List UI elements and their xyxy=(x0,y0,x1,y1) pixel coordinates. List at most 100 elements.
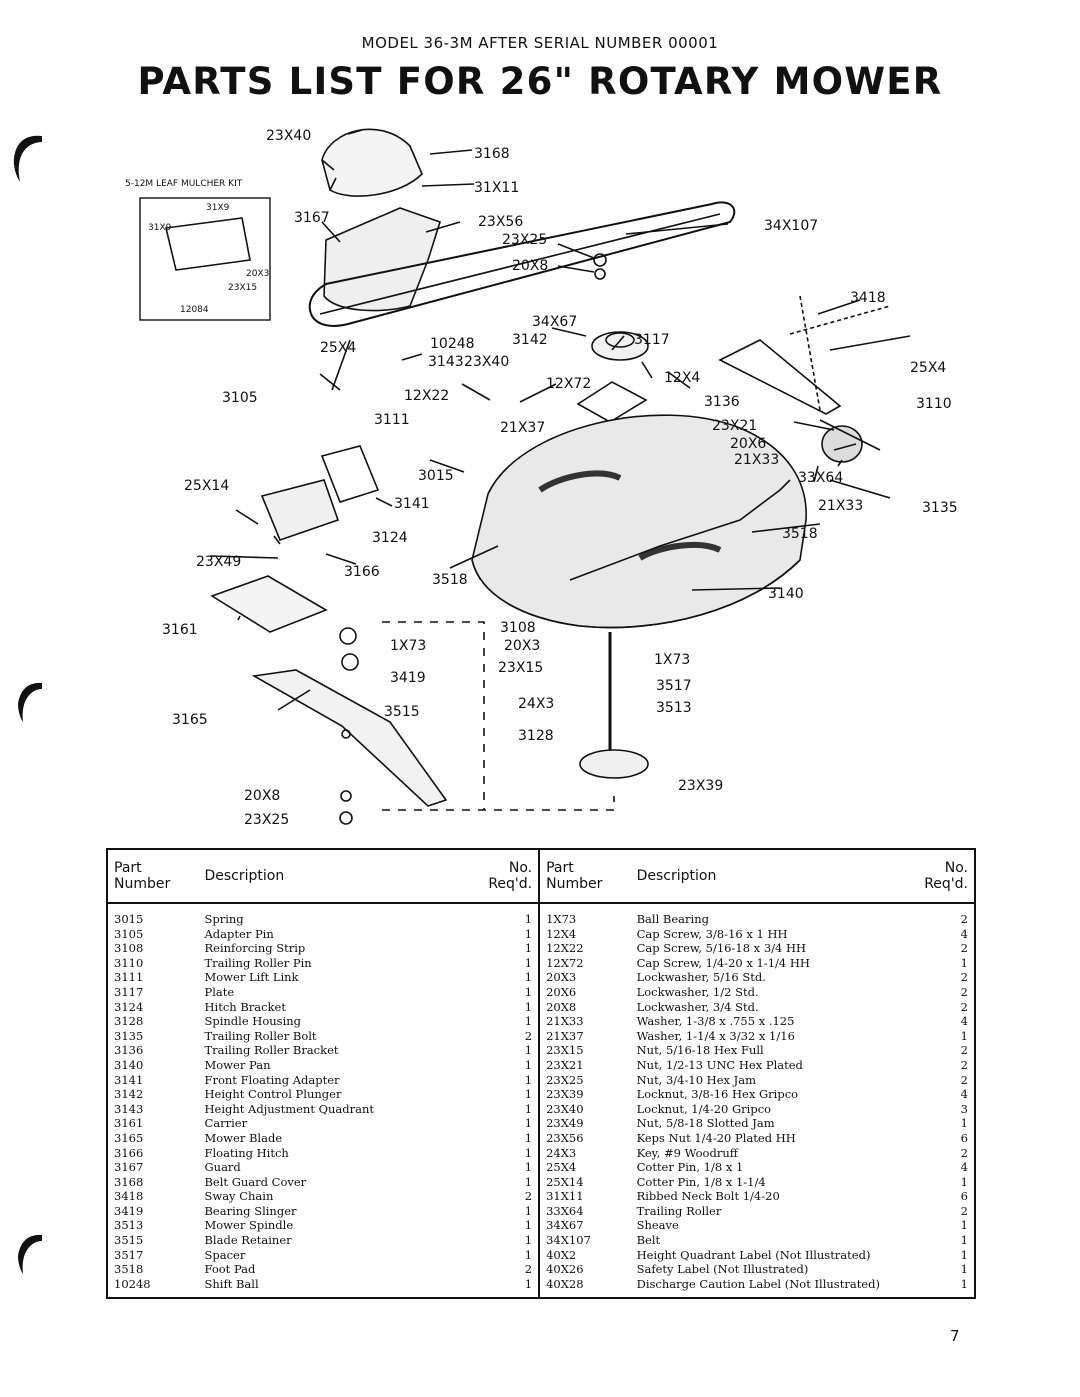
part-number-left: 3166 xyxy=(114,1145,144,1160)
quantity-left: 1 xyxy=(476,1174,541,1190)
description-right: Cotter Pin, 1/8 x 1 xyxy=(636,1160,744,1175)
part-number-left: 3167 xyxy=(114,1160,144,1175)
description-right: Cap Screw, 1/4-20 x 1-1/4 HH xyxy=(636,955,810,970)
part-number-left: 3515 xyxy=(114,1233,144,1248)
part-number-left: 3117 xyxy=(114,984,144,999)
description-left: Adapter Pin xyxy=(204,926,274,941)
description-right: Cap Screw, 5/16-18 x 3/4 HH xyxy=(636,941,807,956)
locknut xyxy=(340,790,352,802)
quantity-left: 1 xyxy=(476,1233,541,1248)
quantity-left: 1 xyxy=(476,1057,541,1073)
callout-16: 12X72 xyxy=(546,376,591,392)
description-left: Mower Pan xyxy=(204,1057,271,1072)
part-number-right: 20X8 xyxy=(546,999,577,1014)
description-right: Key, #9 Woodruff xyxy=(636,1145,738,1160)
belt xyxy=(308,201,736,327)
quantity-left: 2 xyxy=(476,1028,541,1044)
part-number-right: 25X4 xyxy=(546,1160,577,1175)
part-number-left: 3513 xyxy=(114,1218,144,1233)
description-right: Discharge Caution Label (Not Illustrated… xyxy=(636,1276,880,1291)
quantity-right: 2 xyxy=(960,912,968,926)
description-left: Hitch Bracket xyxy=(204,999,286,1014)
quantity-right: 2 xyxy=(960,1043,968,1058)
callout-47: 3517 xyxy=(656,678,692,694)
part-number-right: 25X14 xyxy=(546,1174,584,1189)
hitch-bracket xyxy=(320,445,380,503)
callout-40: 3161 xyxy=(162,622,198,638)
callout-12: 25X4 xyxy=(320,340,356,356)
part-number-right: 23X39 xyxy=(546,1087,584,1102)
header-description-right: Description xyxy=(630,849,913,904)
description-left: Floating Hitch xyxy=(204,1145,289,1160)
description-right: Height Quadrant Label (Not Illustrated) xyxy=(636,1247,871,1262)
part-number-right: 21X33 xyxy=(546,1014,584,1029)
quantity-right: 2 xyxy=(960,984,968,999)
part-number-right: 23X40 xyxy=(546,1101,584,1116)
callout-34: 3124 xyxy=(372,530,408,546)
guard xyxy=(323,207,441,312)
callout-44: 1X73 xyxy=(654,652,690,668)
trailing-roller-bracket xyxy=(718,339,842,415)
quantity-left: 1 xyxy=(476,970,541,985)
description-left: Mower Spindle xyxy=(204,1218,294,1233)
part-number-left: 3165 xyxy=(114,1130,144,1145)
quantity-right: 2 xyxy=(960,1145,968,1160)
part-number-left: 3140 xyxy=(114,1057,144,1072)
callout-17: 12X4 xyxy=(664,370,700,386)
callout-21: 3111 xyxy=(374,412,410,428)
callout-26: 20X6 xyxy=(730,436,766,452)
quantity-right: 3 xyxy=(960,1101,968,1116)
description-left: Reinforcing Strip xyxy=(204,941,306,956)
part-number-right: 23X56 xyxy=(546,1130,584,1145)
description-left: Spring xyxy=(204,912,244,926)
model-line: MODEL 36-3M AFTER SERIAL NUMBER 00001 xyxy=(361,34,719,52)
part-number-right: 34X107 xyxy=(546,1233,591,1248)
description-left: Sway Chain xyxy=(204,1189,274,1204)
part-number-right: 40X2 xyxy=(546,1247,577,1262)
quantity-left: 1 xyxy=(476,1145,541,1161)
quantity-right: 1 xyxy=(960,1116,968,1131)
kit-part-4: 12084 xyxy=(180,305,209,315)
description-left: Blade Retainer xyxy=(204,1233,292,1248)
description-left: Spacer xyxy=(204,1247,246,1262)
callout-36: 23X49 xyxy=(196,554,241,570)
part-number-left: 3143 xyxy=(114,1101,144,1116)
callout-18: 25X4 xyxy=(910,360,946,376)
pan-handle xyxy=(569,479,791,581)
spindle-group-outline xyxy=(382,621,615,811)
description-right: Nut, 5/16-18 Hex Full xyxy=(636,1043,764,1058)
callout-27: 21X33 xyxy=(734,452,779,468)
quantity-left: 1 xyxy=(476,1276,541,1299)
part-number-right: 23X21 xyxy=(546,1057,584,1072)
callout-52: 3128 xyxy=(518,728,554,744)
part-number-left: 3518 xyxy=(114,1262,144,1277)
part-number-right: 31X11 xyxy=(546,1189,584,1204)
description-right: Locknut, 1/4-20 Gripco xyxy=(636,1101,772,1116)
quantity-left: 1 xyxy=(476,941,541,956)
quantity-right: 2 xyxy=(960,999,968,1014)
description-right: Lockwasher, 1/2 Std. xyxy=(636,984,759,999)
scan-mark-top xyxy=(13,135,42,182)
part-number-right: 24X3 xyxy=(546,1145,577,1160)
quantity-right: 4 xyxy=(960,926,968,941)
quantity-left: 1 xyxy=(476,999,541,1015)
part-number-left: 10248 xyxy=(114,1276,151,1291)
part-number-right: 12X4 xyxy=(546,926,577,941)
part-number-left: 3142 xyxy=(114,1087,144,1102)
callout-28: 3015 xyxy=(418,468,454,484)
description-right: Sheave xyxy=(636,1218,679,1233)
